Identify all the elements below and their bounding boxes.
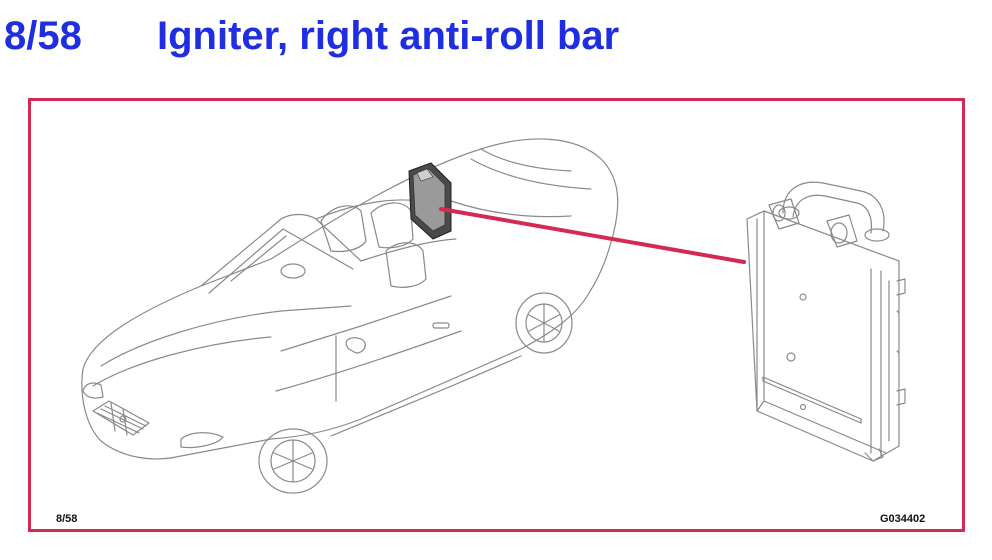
igniter-unit-icon — [746, 181, 906, 462]
diagram-illustration — [81, 138, 906, 494]
illustration-frame — [28, 98, 965, 532]
page-number: 8/58 — [4, 14, 82, 58]
footer-figure-id: G034402 — [880, 513, 926, 525]
page-header: 8/58 Igniter, right anti-roll bar — [0, 8, 992, 68]
callout-line — [439, 207, 746, 264]
convertible-car-icon — [81, 138, 619, 494]
igniter-location-icon — [408, 162, 452, 240]
footer-page-ref: 8/58 — [56, 513, 78, 525]
page-title: Igniter, right anti-roll bar — [157, 14, 620, 58]
